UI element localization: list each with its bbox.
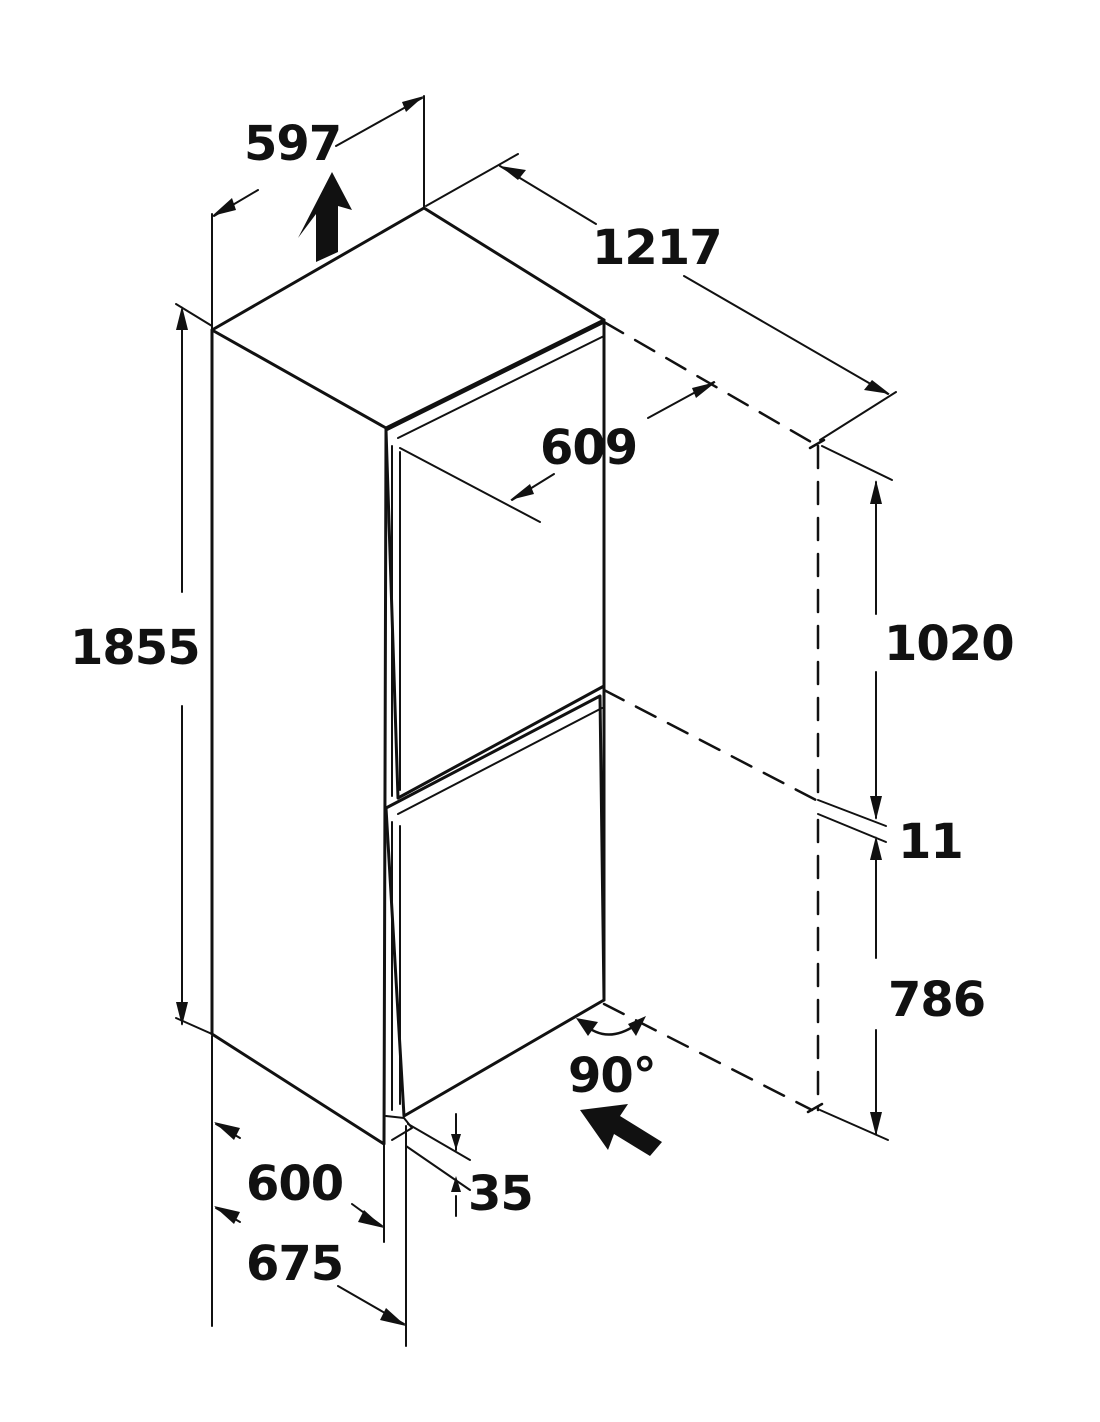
label-1020: 1020 bbox=[884, 616, 1015, 672]
dimension-right-lines bbox=[817, 445, 893, 1141]
open-door-edge bbox=[806, 438, 826, 1114]
dimension-1217-lines bbox=[425, 153, 897, 441]
dimension-35-lines bbox=[405, 1113, 471, 1217]
label-90-degrees: 90° bbox=[568, 1048, 657, 1104]
appliance-body bbox=[210, 206, 606, 1146]
label-1855: 1855 bbox=[70, 620, 201, 676]
label-11: 11 bbox=[898, 814, 964, 870]
lower-door bbox=[384, 694, 606, 1141]
label-35: 35 bbox=[468, 1166, 534, 1222]
label-786: 786 bbox=[888, 972, 986, 1028]
label-597: 597 bbox=[244, 116, 342, 172]
up-arrow-icon bbox=[298, 172, 352, 262]
label-675: 675 bbox=[246, 1236, 344, 1292]
arrowheads bbox=[176, 96, 890, 1326]
push-arrow-icon bbox=[580, 1104, 662, 1156]
upper-door bbox=[384, 320, 606, 800]
label-609: 609 bbox=[540, 420, 638, 476]
label-600: 600 bbox=[246, 1156, 344, 1212]
label-1217: 1217 bbox=[592, 220, 723, 276]
